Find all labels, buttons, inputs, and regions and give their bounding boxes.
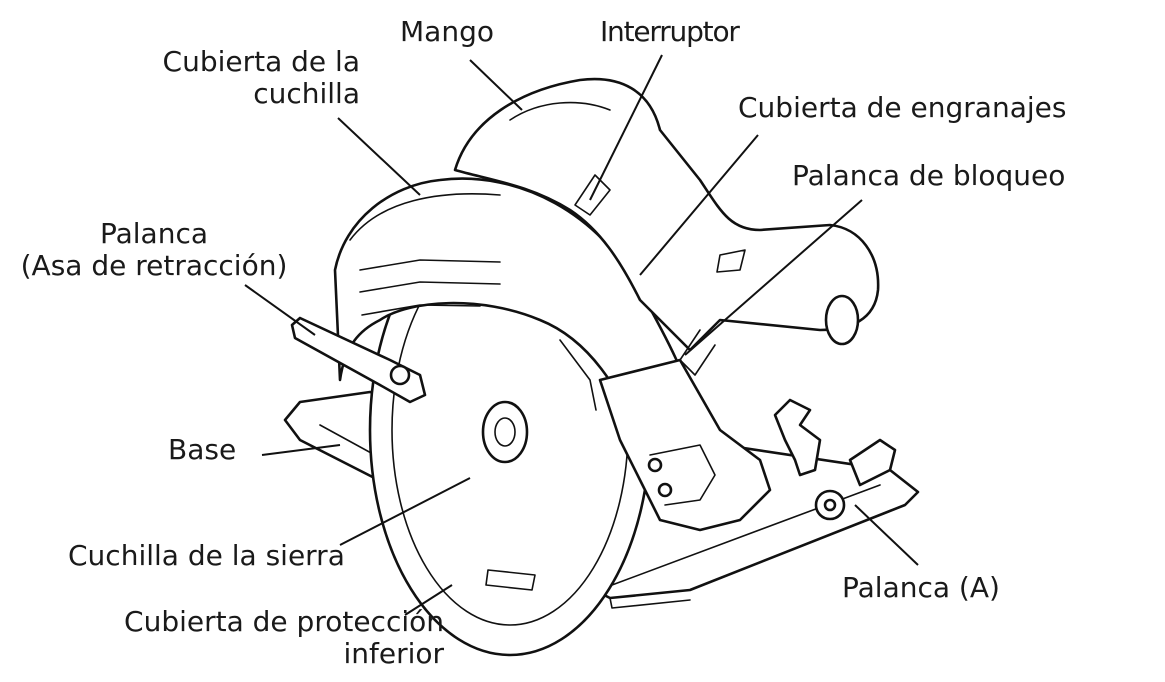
label-cubierta-proteccion-line1: Cubierta de protección xyxy=(124,605,444,638)
label-base: Base xyxy=(168,433,237,466)
handle-and-motor xyxy=(453,77,880,376)
leader-interruptor xyxy=(589,54,663,201)
label-palanca-asa-line2: (Asa de retracción) xyxy=(20,249,288,282)
leader-cubierta-cuchilla xyxy=(337,117,421,196)
label-interruptor: Interruptor xyxy=(600,15,740,48)
label-cubierta-engranajes: Cubierta de engranajes xyxy=(738,91,1067,124)
label-cubierta-cuchilla-line1: Cubierta de la xyxy=(162,45,360,78)
leader-lines xyxy=(244,54,919,616)
label-cubierta-cuchilla-line2: cuchilla xyxy=(253,77,360,110)
leader-palanca-a xyxy=(854,504,919,566)
gear-cover-bracket xyxy=(598,358,772,532)
label-palanca-bloqueo: Palanca de bloqueo xyxy=(792,159,1066,192)
leader-cuchilla-sierra xyxy=(339,477,471,546)
retraction-lever xyxy=(290,316,427,404)
leader-base xyxy=(261,444,341,456)
leader-palanca-asa xyxy=(244,284,316,336)
label-cubierta-proteccion-line2: inferior xyxy=(343,637,444,670)
label-cubierta-proteccion: Cubierta de protección inferior xyxy=(60,606,444,670)
leader-mango xyxy=(469,59,523,111)
leader-cubierta-proteccion xyxy=(404,584,453,616)
label-palanca-asa: Palanca (Asa de retracción) xyxy=(6,218,302,282)
label-cubierta-cuchilla: Cubierta de la cuchilla xyxy=(110,46,360,110)
label-mango: Mango xyxy=(400,15,494,48)
leader-palanca-bloqueo xyxy=(684,199,863,356)
lever-a xyxy=(773,398,897,521)
label-cuchilla-sierra: Cuchilla de la sierra xyxy=(68,539,345,572)
leader-cubierta-engranajes xyxy=(639,134,759,276)
label-palanca-a: Palanca (A) xyxy=(842,571,1000,604)
label-palanca-asa-line1: Palanca xyxy=(99,217,209,250)
